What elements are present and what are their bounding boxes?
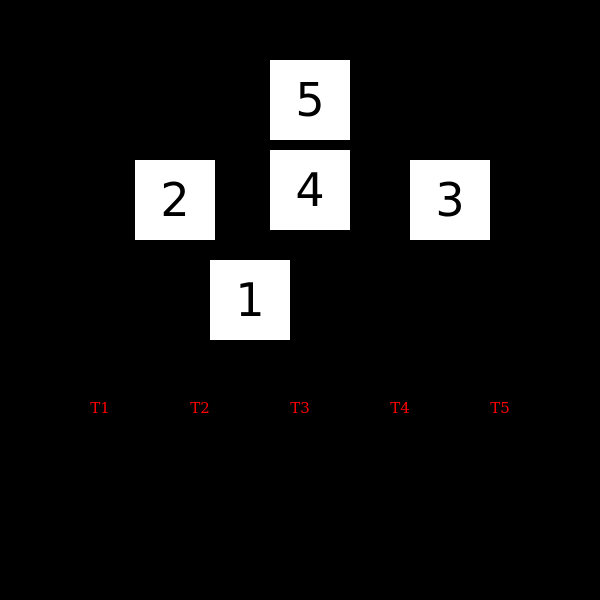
table-label-t3: T3 bbox=[290, 399, 310, 417]
block-label: 1 bbox=[235, 273, 265, 327]
block-3[interactable]: 3 bbox=[410, 160, 490, 240]
block-2[interactable]: 2 bbox=[135, 160, 215, 240]
table-label-t2: T2 bbox=[190, 399, 210, 417]
block-label: 3 bbox=[435, 173, 465, 227]
block-4[interactable]: 4 bbox=[270, 150, 350, 230]
table-label-t5: T5 bbox=[490, 399, 510, 417]
block-label: 5 bbox=[295, 73, 325, 127]
block-1[interactable]: 1 bbox=[210, 260, 290, 340]
block-label: 2 bbox=[160, 173, 190, 227]
table-label-t1: T1 bbox=[90, 399, 110, 417]
block-label: 4 bbox=[295, 163, 325, 217]
table-label-t4: T4 bbox=[390, 399, 410, 417]
block-5[interactable]: 5 bbox=[270, 60, 350, 140]
